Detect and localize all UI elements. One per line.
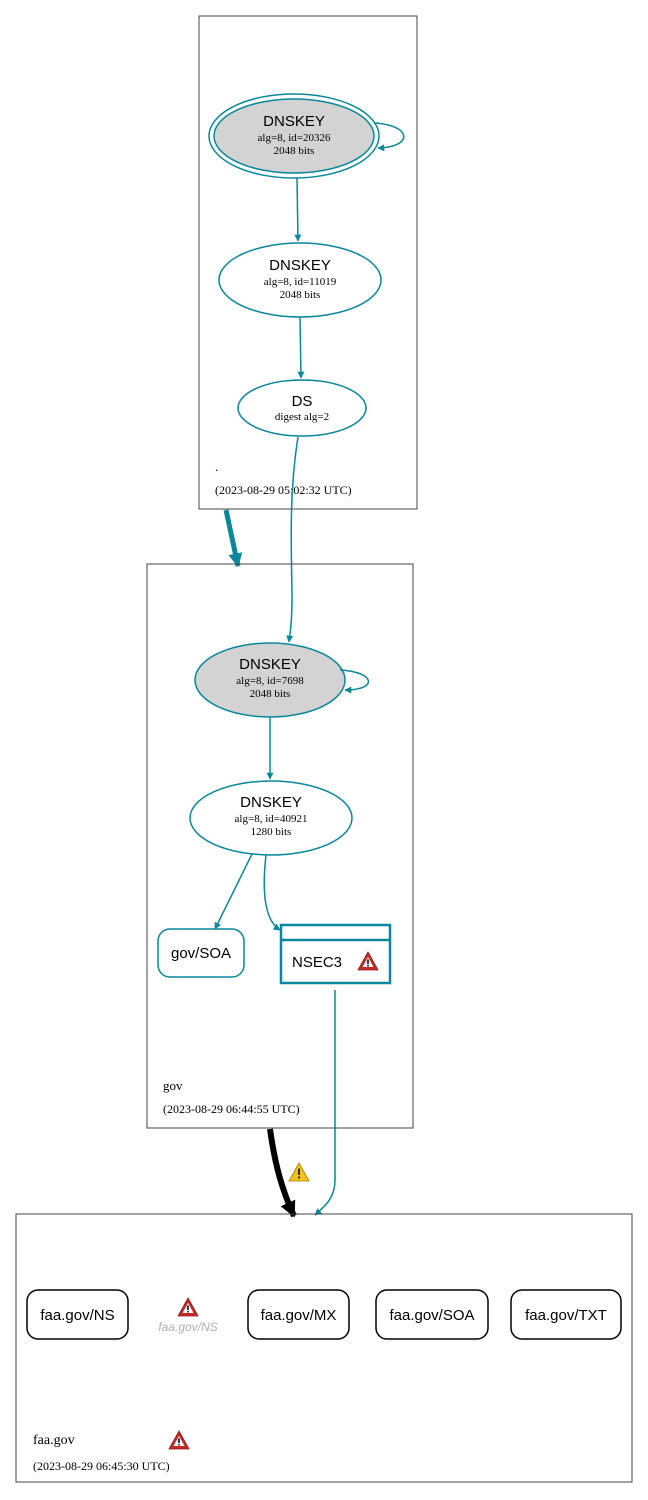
zone-faa: faa.gov/NS faa.gov/NS faa.gov/MX faa.gov… — [15, 1213, 633, 1483]
gov-zone-timestamp: (2023-08-29 06:44:55 UTC) — [163, 1102, 300, 1116]
faa-zone-timestamp: (2023-08-29 06:45:30 UTC) — [33, 1459, 170, 1473]
root-ksk-node[interactable]: DNSKEY alg=8, id=20326 2048 bits — [208, 93, 380, 179]
faa-ns-ghost-label: faa.gov/NS — [158, 1320, 217, 1334]
root-ds-type: DS — [292, 393, 313, 410]
ds-to-gov-ksk-edge — [286, 436, 299, 643]
zone-gov-border — [146, 563, 414, 1129]
zone-faa-border — [15, 1213, 633, 1483]
faa-mx-label: faa.gov/MX — [261, 1307, 337, 1324]
faa-mx-node[interactable]: faa.gov/MX — [247, 1289, 350, 1340]
root-ds-line1: digest alg=2 — [275, 411, 329, 423]
root-ksk-type: DNSKEY — [263, 113, 325, 130]
root-ksk-line2: 2048 bits — [274, 145, 315, 157]
faa-ns-ghost-node[interactable]: faa.gov/NS — [158, 1297, 218, 1334]
gov-zsk-to-nsec3-edge — [263, 854, 281, 931]
gov-ksk-line2: 2048 bits — [250, 688, 291, 700]
gov-ksk-type: DNSKEY — [239, 656, 301, 673]
root-zsk-node[interactable]: DNSKEY alg=8, id=11019 2048 bits — [218, 242, 382, 318]
root-ksk-self-edge — [373, 122, 405, 152]
gov-ksk-node[interactable]: DNSKEY alg=8, id=7698 2048 bits — [194, 642, 346, 718]
gov-ksk-self-edge — [339, 669, 370, 694]
gov-zone-name: gov — [163, 1078, 183, 1093]
gov-zsk-type: DNSKEY — [240, 794, 302, 811]
faa-zone-name: faa.gov — [33, 1433, 75, 1448]
faa-ns-label: faa.gov/NS — [40, 1307, 114, 1324]
root-ksk-line1: alg=8, id=20326 — [258, 132, 331, 144]
faa-soa-node[interactable]: faa.gov/SOA — [375, 1289, 489, 1340]
faa-zone-warning-icon — [168, 1430, 190, 1450]
root-zsk-to-ds-edge — [297, 316, 305, 379]
faa-txt-node[interactable]: faa.gov/TXT — [510, 1289, 622, 1340]
root-zone-name: . — [215, 459, 218, 474]
gov-zsk-to-soa-edge — [214, 853, 253, 930]
root-zsk-line1: alg=8, id=11019 — [264, 276, 337, 288]
root-zsk-type: DNSKEY — [269, 257, 331, 274]
zone-gov: DNSKEY alg=8, id=7698 2048 bits DNSKEY a… — [146, 563, 414, 1129]
gov-to-faa-delegation-edge — [267, 1128, 297, 1218]
faa-ns-node[interactable]: faa.gov/NS — [26, 1289, 129, 1340]
zone-root: DNSKEY alg=8, id=20326 2048 bits DNSKEY … — [198, 15, 418, 510]
faa-ns-ghost-warning-icon — [177, 1297, 199, 1317]
delegation-warning-icon — [288, 1162, 310, 1182]
faa-txt-label: faa.gov/TXT — [525, 1307, 607, 1324]
gov-soa-label: gov/SOA — [171, 945, 231, 962]
root-zsk-line2: 2048 bits — [280, 289, 321, 301]
zone-root-border — [198, 15, 418, 510]
gov-zsk-line1: alg=8, id=40921 — [235, 813, 308, 825]
gov-nsec3-label: NSEC3 — [292, 954, 342, 971]
gov-nsec3-node[interactable]: NSEC3 — [279, 923, 392, 985]
gov-zsk-line2: 1280 bits — [251, 826, 292, 838]
gov-soa-node[interactable]: gov/SOA — [157, 928, 245, 978]
root-ds-node[interactable]: DS digest alg=2 — [237, 379, 367, 437]
root-to-gov-delegation-edge — [223, 509, 243, 568]
nsec3-to-faa-edge — [314, 990, 336, 1216]
root-zone-timestamp: (2023-08-29 05:02:32 UTC) — [215, 483, 352, 497]
gov-ksk-line1: alg=8, id=7698 — [236, 675, 304, 687]
gov-zsk-node[interactable]: DNSKEY alg=8, id=40921 1280 bits — [189, 780, 353, 856]
faa-soa-label: faa.gov/SOA — [389, 1307, 474, 1324]
root-ksk-to-zsk-edge — [294, 177, 302, 242]
